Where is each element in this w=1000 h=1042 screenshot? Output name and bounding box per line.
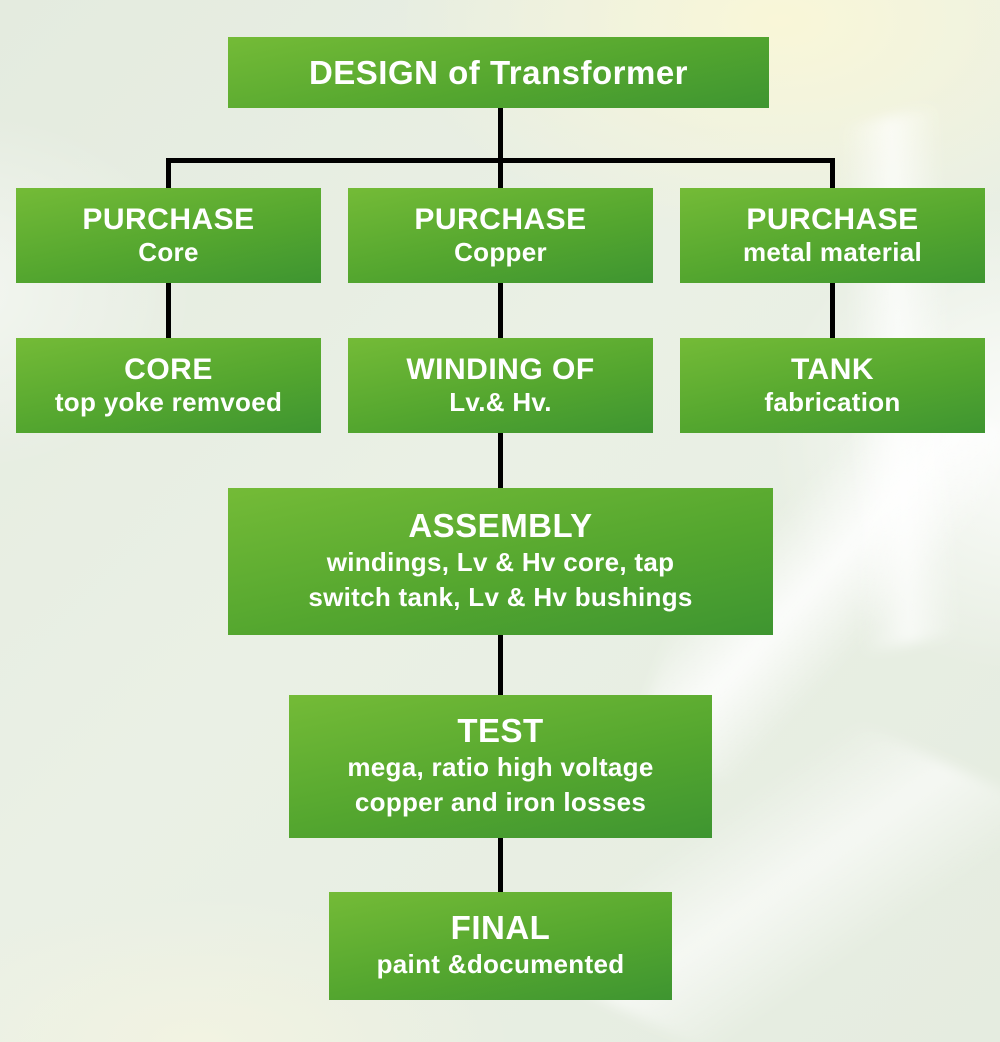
node-title: ASSEMBLY: [408, 507, 593, 545]
flow-node-final: FINAL paint &documented: [329, 892, 672, 1000]
connector-assembly-to-test: [498, 635, 503, 695]
node-title: TANK: [790, 352, 875, 386]
node-title: PURCHASE: [414, 202, 587, 236]
flow-node-tank: TANK fabrication: [680, 338, 985, 433]
node-title: PURCHASE: [746, 202, 919, 236]
flow-node-assembly: ASSEMBLY windings, Lv & Hv core, tap swi…: [228, 488, 773, 635]
node-detail-line: paint &documented: [376, 949, 625, 980]
node-title: PURCHASE: [82, 202, 255, 236]
node-title: CORE: [124, 352, 213, 386]
node-subtitle: Copper: [454, 237, 547, 268]
connector-branch-horizontal: [166, 158, 835, 163]
connector-purchase-metal-to-tank: [830, 283, 835, 338]
node-subtitle: metal material: [742, 237, 923, 268]
node-subtitle: top yoke remvoed: [54, 387, 283, 418]
node-title: DESIGN of Transformer: [308, 53, 689, 91]
connector-test-to-final: [498, 838, 503, 892]
flow-node-design: DESIGN of Transformer: [228, 37, 769, 108]
connector-branch-right-drop: [830, 158, 835, 188]
node-subtitle: Lv.& Hv.: [449, 387, 552, 418]
flow-node-purchase-copper: PURCHASE Copper: [348, 188, 653, 283]
connector-branch-left-drop: [166, 158, 171, 188]
flow-node-test: TEST mega, ratio high voltage copper and…: [289, 695, 712, 838]
node-subtitle: Core: [138, 237, 199, 268]
connector-winding-to-assembly: [498, 433, 503, 488]
node-title: TEST: [457, 712, 544, 750]
flow-node-winding: WINDING OF Lv.& Hv.: [348, 338, 653, 433]
flow-node-purchase-core: PURCHASE Core: [16, 188, 321, 283]
node-title: WINDING OF: [406, 352, 595, 386]
node-title: FINAL: [450, 909, 551, 947]
node-detail-line: windings, Lv & Hv core, tap: [326, 547, 675, 578]
node-detail-line: switch tank, Lv & Hv bushings: [308, 582, 693, 613]
node-subtitle: fabrication: [764, 387, 901, 418]
flow-node-core: CORE top yoke remvoed: [16, 338, 321, 433]
node-detail-line: mega, ratio high voltage: [347, 752, 654, 783]
node-detail-line: copper and iron losses: [354, 787, 647, 818]
connector-purchase-copper-to-winding: [498, 283, 503, 338]
flow-node-purchase-metal: PURCHASE metal material: [680, 188, 985, 283]
connector-purchase-core-to-core: [166, 283, 171, 338]
connector-design-to-branch: [498, 108, 503, 188]
